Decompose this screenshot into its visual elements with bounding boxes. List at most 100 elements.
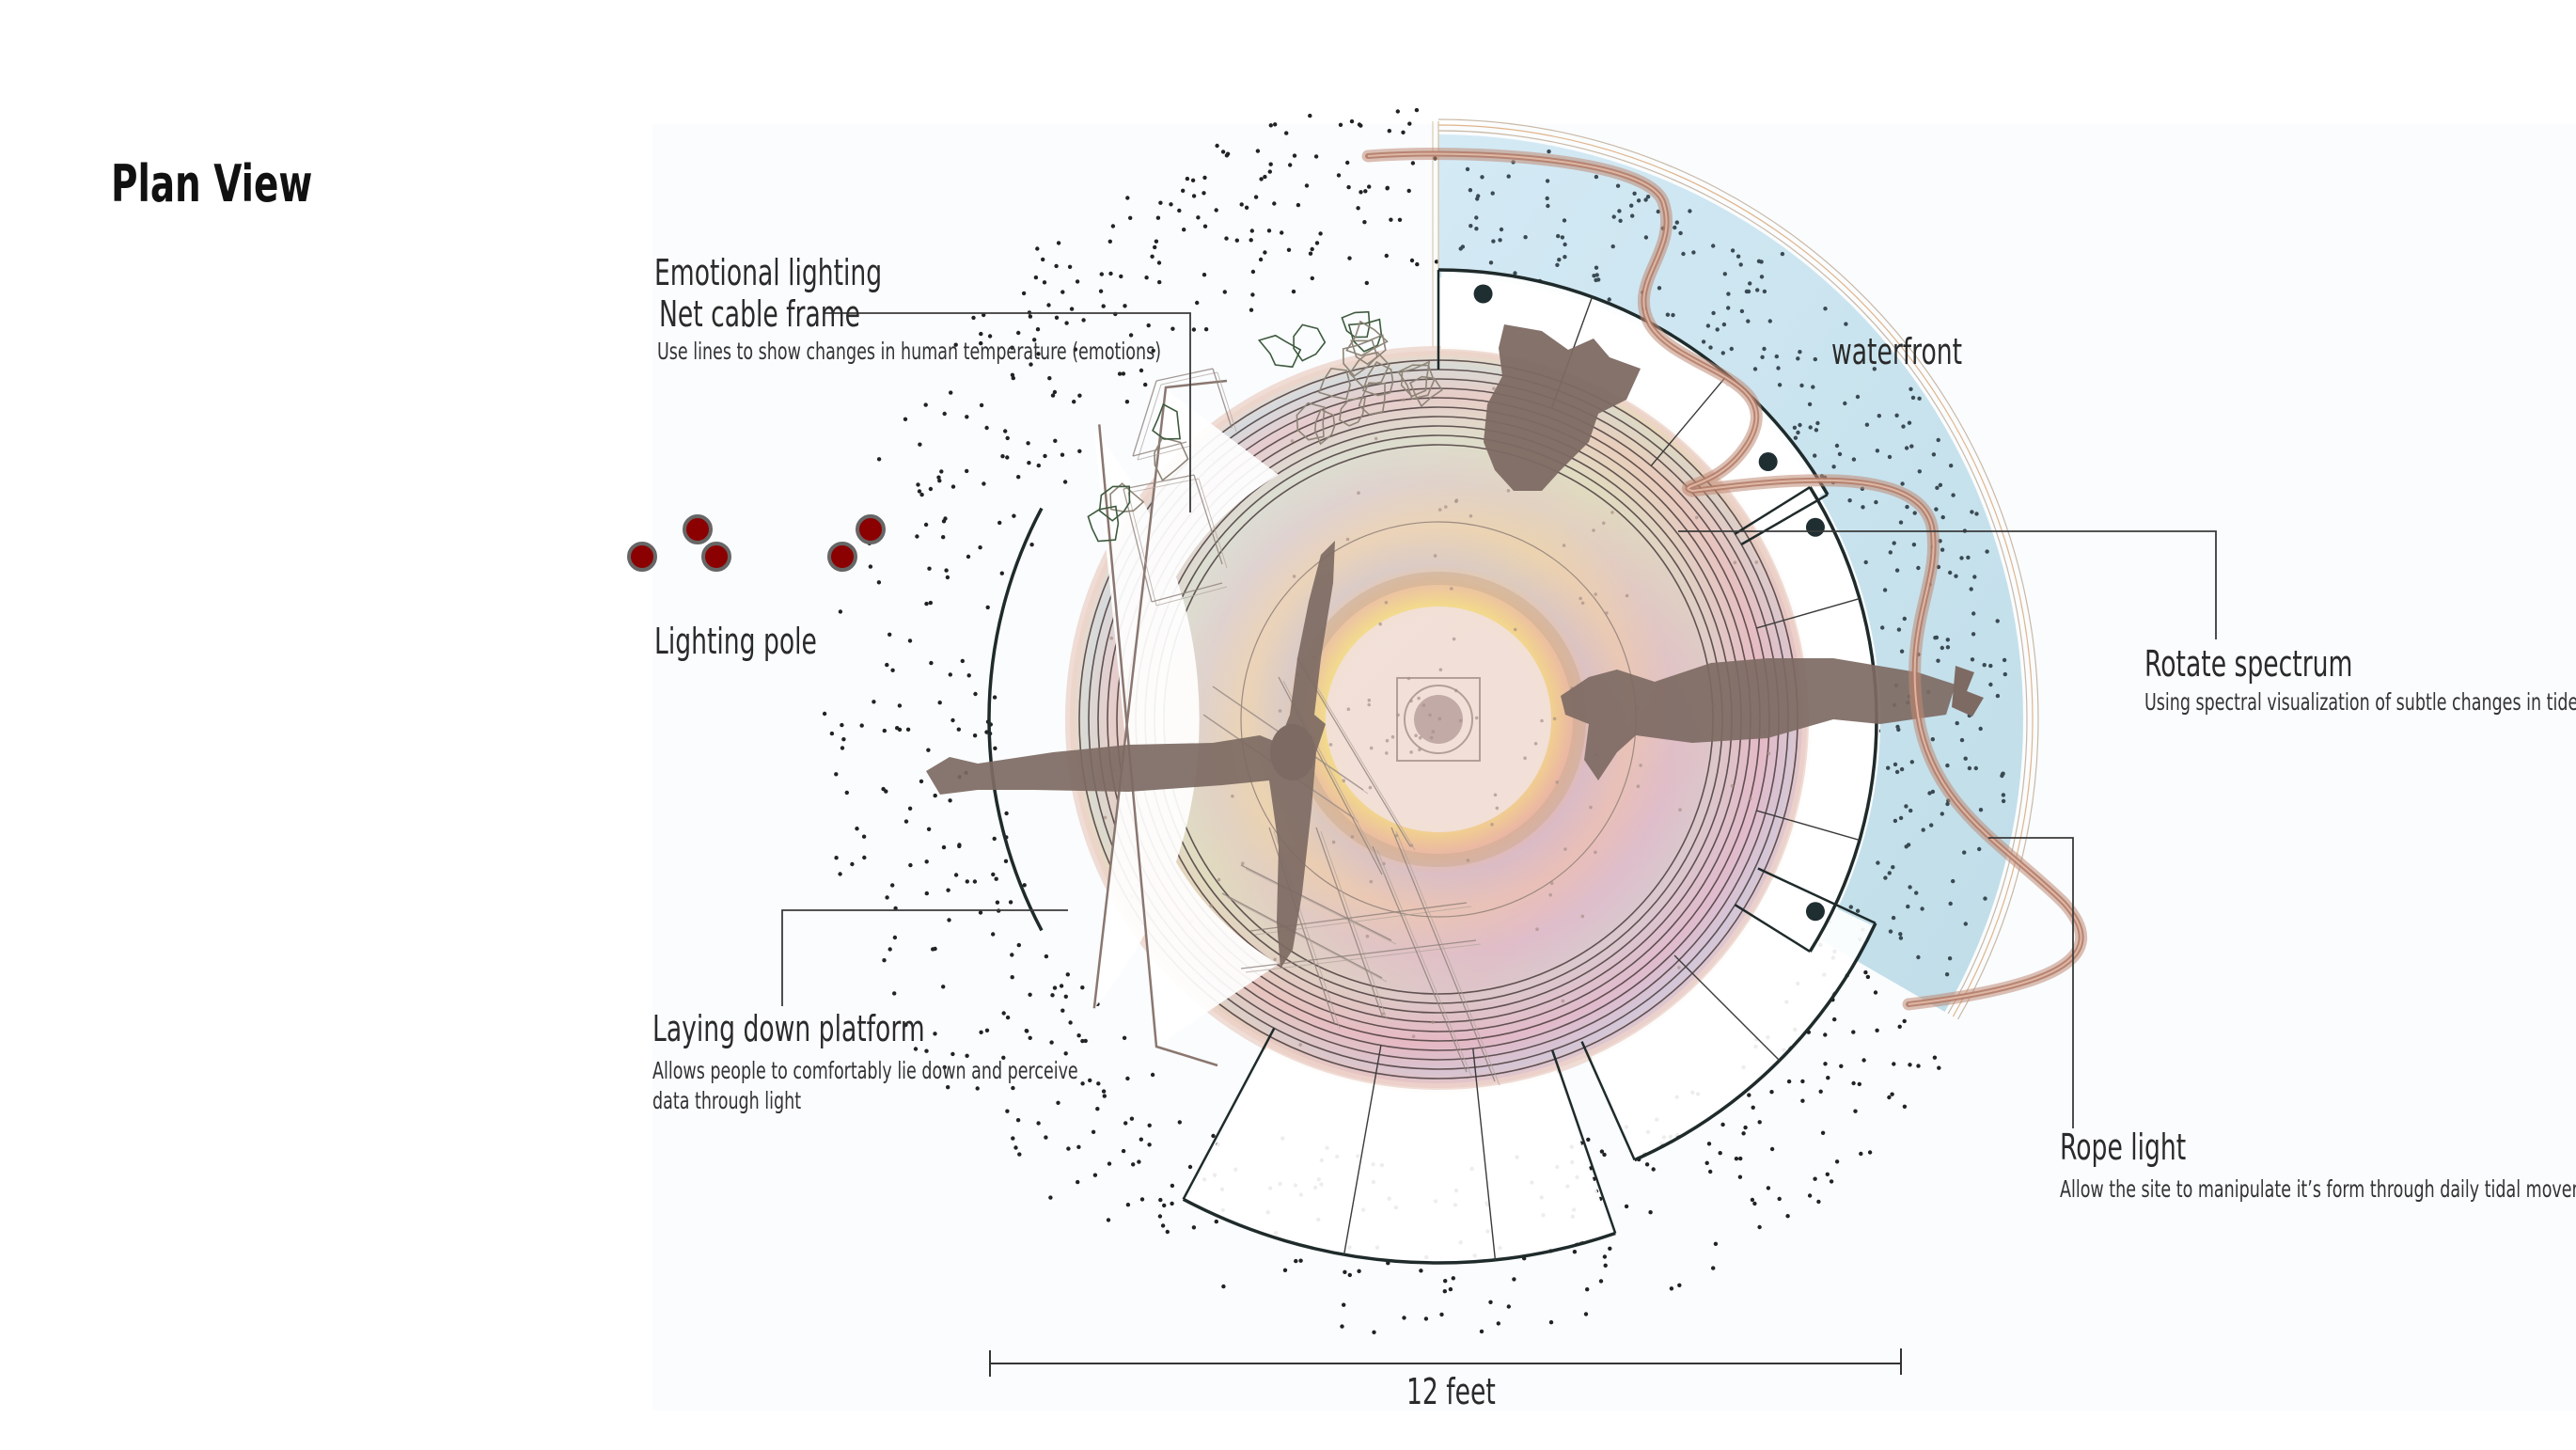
water-dot — [1944, 972, 1950, 977]
net-cable-line — [1151, 582, 1223, 603]
spectrum-dot — [1438, 668, 1443, 671]
stipple-dot — [1016, 942, 1022, 948]
lighting-pole-heading: Lighting pole — [654, 621, 817, 662]
stipple-dot — [1448, 1286, 1453, 1292]
stipple-dot — [944, 568, 949, 573]
water-dot — [1911, 543, 1917, 547]
spectrum-dot — [1345, 537, 1350, 542]
stipple-dot — [984, 425, 989, 431]
spectrum-dot — [1602, 521, 1606, 526]
stipple-dot — [1155, 215, 1161, 220]
water-dot — [1793, 435, 1798, 440]
water-dot — [1474, 215, 1479, 220]
stipple-dot — [1356, 206, 1360, 211]
stipple-dot — [992, 695, 997, 700]
stipple-dot — [1063, 1051, 1068, 1056]
platform-side-edge — [1757, 867, 1877, 924]
water-dot — [1894, 568, 1900, 573]
stipple-dot — [1747, 1093, 1751, 1097]
stipple-dot — [1147, 1143, 1152, 1147]
water-dot — [1907, 420, 1912, 425]
spectrum-dot — [1369, 746, 1374, 750]
stipple-dot — [1813, 1176, 1817, 1181]
stipple-dot — [1442, 1289, 1448, 1294]
center-ring — [1404, 685, 1473, 754]
stipple-dot — [919, 779, 924, 784]
stipple-dot — [971, 315, 976, 321]
emotional-light-cell — [1409, 375, 1443, 408]
stipple-dot — [1823, 1032, 1828, 1037]
spectrum-dot — [1422, 703, 1426, 707]
stipple-dot — [926, 827, 932, 831]
water-dot — [1729, 346, 1735, 352]
stipple-dot — [1170, 1183, 1175, 1189]
center-square — [1396, 677, 1481, 762]
stipple-dot — [1081, 318, 1086, 323]
stipple-dot — [1249, 238, 1253, 243]
spectrum-dot — [1402, 398, 1406, 402]
laying-platform-description-1: Allows people to comfortably lie down an… — [652, 1057, 1078, 1084]
water-dot — [1811, 385, 1815, 389]
stipple-dot — [1191, 194, 1197, 198]
spectrum-dot — [1589, 805, 1593, 810]
stipple-dot — [1003, 429, 1008, 433]
spectrum-dot — [1580, 914, 1585, 919]
water-dot — [1594, 265, 1599, 270]
emotional-light-cell — [1313, 408, 1336, 446]
stipple-dot — [1150, 1072, 1155, 1078]
stipple-dot — [1016, 330, 1021, 336]
stipple-dot — [1506, 1304, 1512, 1309]
stipple-dot — [1357, 122, 1362, 127]
water-dot — [1762, 346, 1767, 352]
people-silhouettes — [926, 324, 1984, 969]
spectrum-dot — [1469, 513, 1473, 518]
stipple-dot — [1267, 169, 1273, 174]
spectrum-dot — [1298, 1043, 1302, 1047]
stipple-dot — [1439, 1312, 1444, 1317]
spectrum-dot — [1378, 622, 1382, 626]
water-dot — [1632, 191, 1637, 196]
spectrum-dot — [1290, 439, 1295, 443]
water-dot — [1488, 260, 1494, 265]
emotional-light-cell — [1361, 361, 1394, 397]
stipple-dot — [1225, 151, 1231, 156]
stipple-dot — [965, 879, 970, 884]
spectrum-dot — [1368, 785, 1373, 790]
water-dot — [1945, 801, 1950, 807]
stipple-dot — [1777, 1196, 1782, 1202]
water-dot — [1671, 312, 1675, 318]
stipple-dot — [941, 985, 946, 989]
water-dot — [1863, 560, 1868, 565]
stipple-dot — [1005, 1109, 1010, 1113]
water-dot — [1936, 658, 1940, 663]
stipple-dot — [1407, 121, 1412, 126]
spectrum-dot — [1209, 904, 1214, 907]
water-dot — [1970, 510, 1974, 514]
water-dot — [1935, 485, 1940, 490]
water-dot — [1807, 402, 1813, 407]
platform-side-edge — [1550, 1049, 1617, 1234]
stipple-dot — [1052, 985, 1058, 990]
lighting-pole — [827, 542, 857, 572]
water-dot — [1475, 197, 1480, 201]
stipple-dot — [979, 1030, 983, 1035]
stipple-dot — [907, 638, 913, 643]
stipple-dot — [907, 806, 913, 811]
water-dot — [1722, 272, 1728, 276]
water-dot — [1949, 464, 1954, 468]
water-dot — [1875, 449, 1880, 453]
stipple-dot — [1050, 993, 1055, 998]
stipple-dot — [1916, 1064, 1921, 1068]
emotional-light-cell — [1341, 310, 1371, 339]
stipple-dot — [1286, 247, 1292, 252]
spectrum-dot — [1231, 794, 1234, 798]
emotional-light-cell — [1296, 402, 1326, 441]
net-cable-line — [1245, 943, 1482, 973]
water-dot — [1933, 636, 1938, 640]
stipple-dot — [1154, 239, 1159, 244]
water-dot — [1872, 367, 1877, 371]
water-dot — [1491, 239, 1496, 244]
spectrum-dot — [1694, 515, 1699, 520]
stipple-dot — [1119, 274, 1123, 279]
water-dot — [1978, 726, 1983, 732]
